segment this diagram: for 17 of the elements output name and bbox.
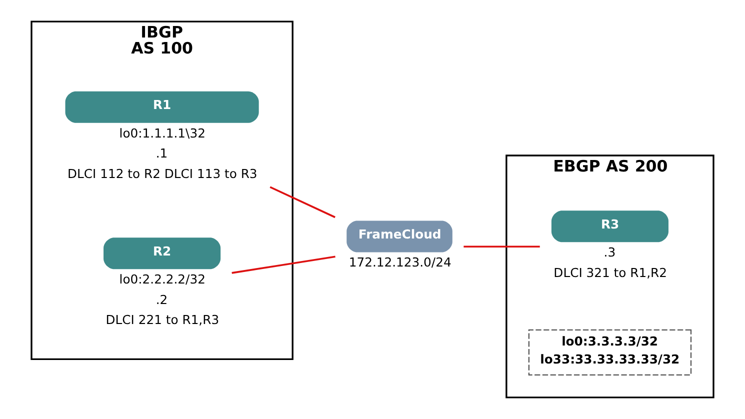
node-box: FrameCloud: [346, 220, 452, 252]
node-label: lo0:1.1.1.1\32: [119, 126, 206, 140]
node-box: R1: [65, 91, 259, 123]
node-label: DLCI 321 to R1,R2: [554, 266, 667, 280]
node-label: .2: [156, 292, 168, 307]
node-label: lo0:2.2.2.2/32: [119, 272, 206, 287]
node-label: .1: [156, 146, 168, 161]
node-box: lo0:3.3.3.3/32 lo33:33.33.33.33/32: [528, 329, 692, 376]
node-box: R3: [551, 210, 668, 242]
node-box: R2: [104, 238, 221, 270]
connector: [232, 256, 336, 274]
node-label: .3: [604, 246, 616, 260]
connector: [464, 246, 540, 248]
node-label: DLCI 221 to R1,R3: [106, 313, 220, 328]
node-label: 172.12.123.0/24: [348, 256, 452, 270]
node-label: DLCI 112 to R2 DLCI 113 to R3: [68, 166, 258, 181]
connector: [270, 186, 336, 218]
